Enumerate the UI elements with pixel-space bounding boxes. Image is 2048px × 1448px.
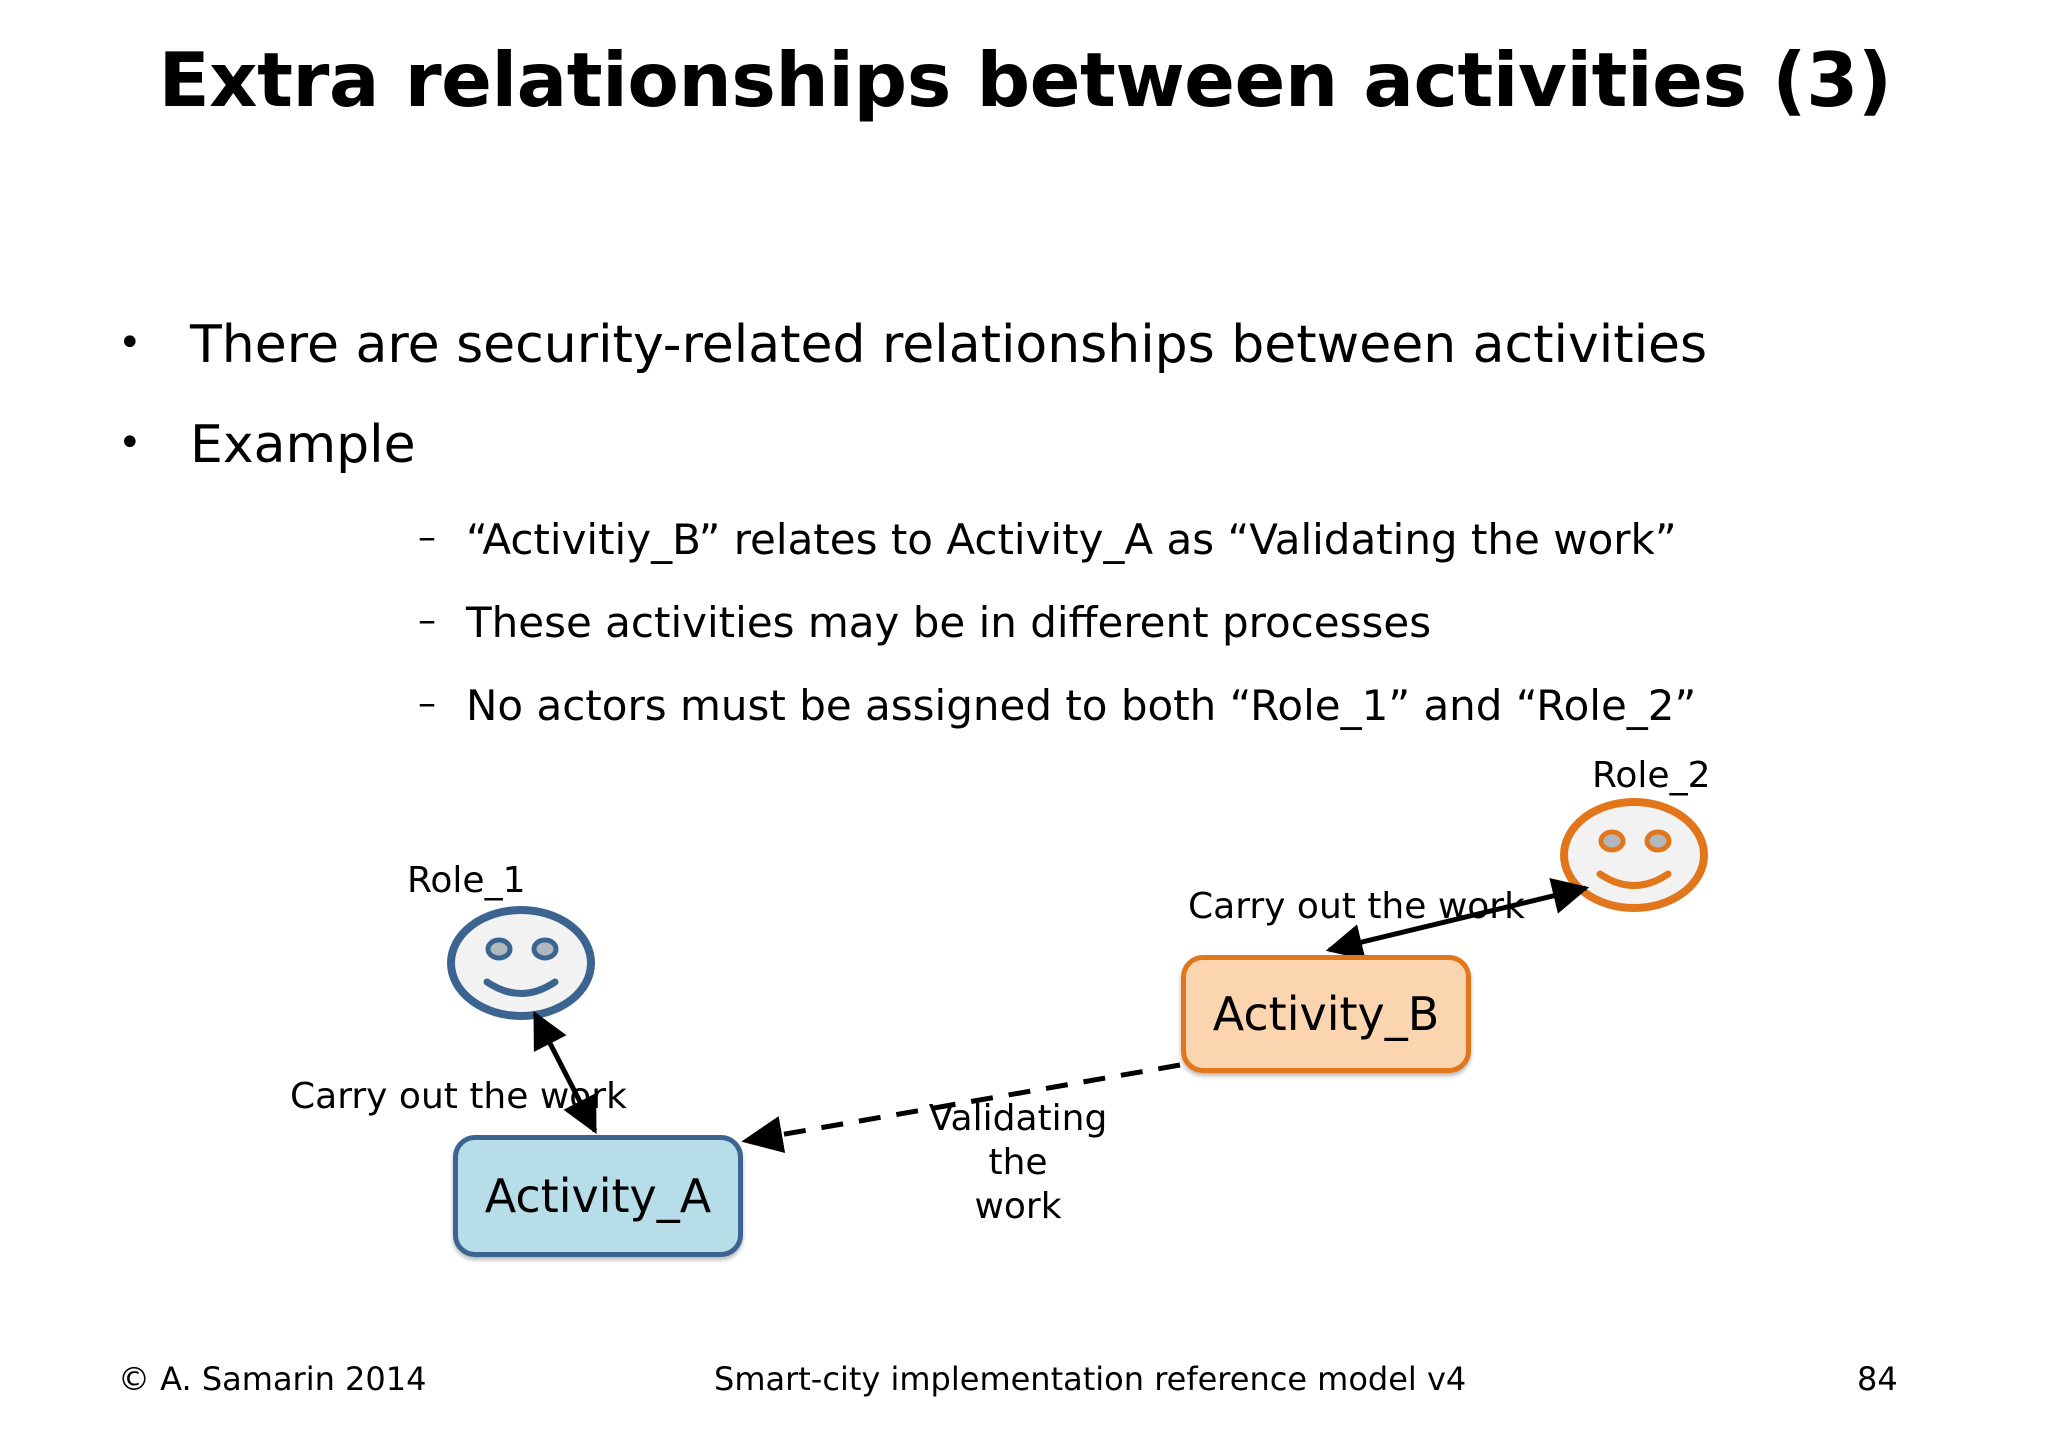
- activity-b-node[interactable]: Activity_B: [1181, 955, 1471, 1073]
- role1-label: Role_1: [407, 860, 526, 901]
- footer-document-title: Smart-city implementation reference mode…: [714, 1360, 1467, 1398]
- bullet-text: There are security-related relationships…: [190, 315, 1708, 375]
- bullet-item-2: • Example: [118, 418, 416, 473]
- bullet-marker: •: [118, 420, 142, 466]
- footer-page-number: 84: [1857, 1360, 1898, 1398]
- sub-bullet-item-1: – “Activitiy_B” relates to Activity_A as…: [418, 515, 1677, 564]
- sub-bullet-text: These activities may be in different pro…: [466, 598, 1432, 647]
- page-title: Extra relationships between activities (…: [158, 36, 1892, 124]
- bullet-text: Example: [190, 415, 416, 475]
- activity-a-node[interactable]: Activity_A: [453, 1135, 743, 1257]
- sub-bullet-text: No actors must be assigned to both “Role…: [466, 681, 1697, 730]
- role2-face-icon: [1560, 798, 1708, 912]
- validating-line-2: work: [974, 1185, 1062, 1227]
- validating-line-1: Validating the: [928, 1098, 1108, 1183]
- edge-label-carry-out-work-2: Carry out the work: [1188, 886, 1525, 927]
- sub-bullet-item-3: – No actors must be assigned to both “Ro…: [418, 681, 1697, 730]
- role2-label: Role_2: [1592, 755, 1711, 796]
- sub-bullet-marker: –: [418, 683, 436, 724]
- sub-bullet-text: “Activitiy_B” relates to Activity_A as “…: [466, 515, 1677, 564]
- sub-bullet-marker: –: [418, 600, 436, 641]
- bullet-marker: •: [118, 320, 142, 366]
- sub-bullet-item-2: – These activities may be in different p…: [418, 598, 1432, 647]
- role1-face-icon: [447, 906, 595, 1020]
- edge-label-carry-out-work-1: Carry out the work: [290, 1076, 627, 1117]
- sub-bullet-marker: –: [418, 517, 436, 558]
- footer-copyright: © A. Samarin 2014: [118, 1360, 427, 1398]
- edge-label-validating-the-work: Validating the work: [903, 1097, 1133, 1229]
- bullet-item-1: • There are security-related relationshi…: [118, 318, 1707, 373]
